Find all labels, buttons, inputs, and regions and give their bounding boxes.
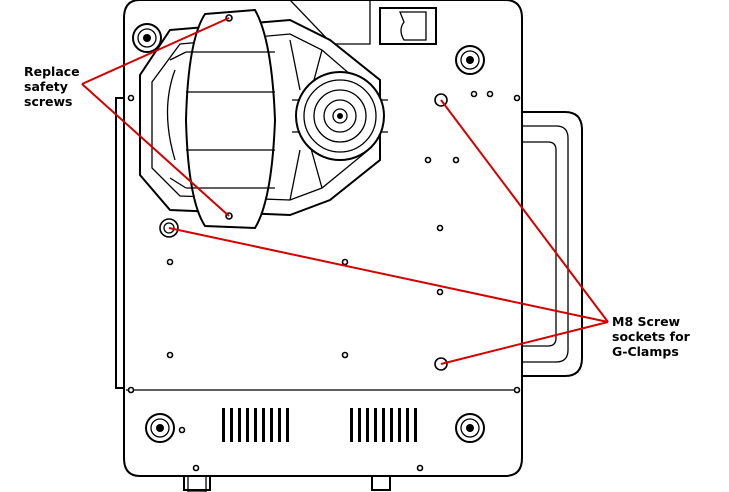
small-holes [127, 90, 521, 472]
foot-bottom-right [455, 413, 485, 443]
foot-top-left [132, 23, 162, 53]
vent-slots-right [350, 408, 417, 442]
callout-text-line: screws [24, 94, 72, 109]
callout-label-g-clamps: M8 Screw sockets for G-Clamps [612, 314, 691, 359]
callout-text-line: M8 Screw [612, 314, 681, 329]
callout-text-line: Replace [24, 64, 80, 79]
yoke-arm [166, 8, 277, 230]
callout-label-safety-screws: Replace safety screws [24, 64, 80, 109]
callout-lines-g-clamps [168, 99, 609, 365]
foot-bottom-left [145, 413, 175, 443]
callout-text-line: safety [24, 79, 68, 94]
callout-text-line: G-Clamps [612, 344, 679, 359]
lens-assembly [292, 71, 388, 161]
corner-feet [132, 23, 485, 443]
callout-lines-safety-screws [81, 17, 230, 217]
foot-top-right [455, 45, 485, 75]
top-bracket [289, 0, 437, 45]
side-handle [520, 111, 583, 377]
callout-text-line: sockets for [612, 329, 691, 344]
vent-slots-left [222, 408, 289, 442]
